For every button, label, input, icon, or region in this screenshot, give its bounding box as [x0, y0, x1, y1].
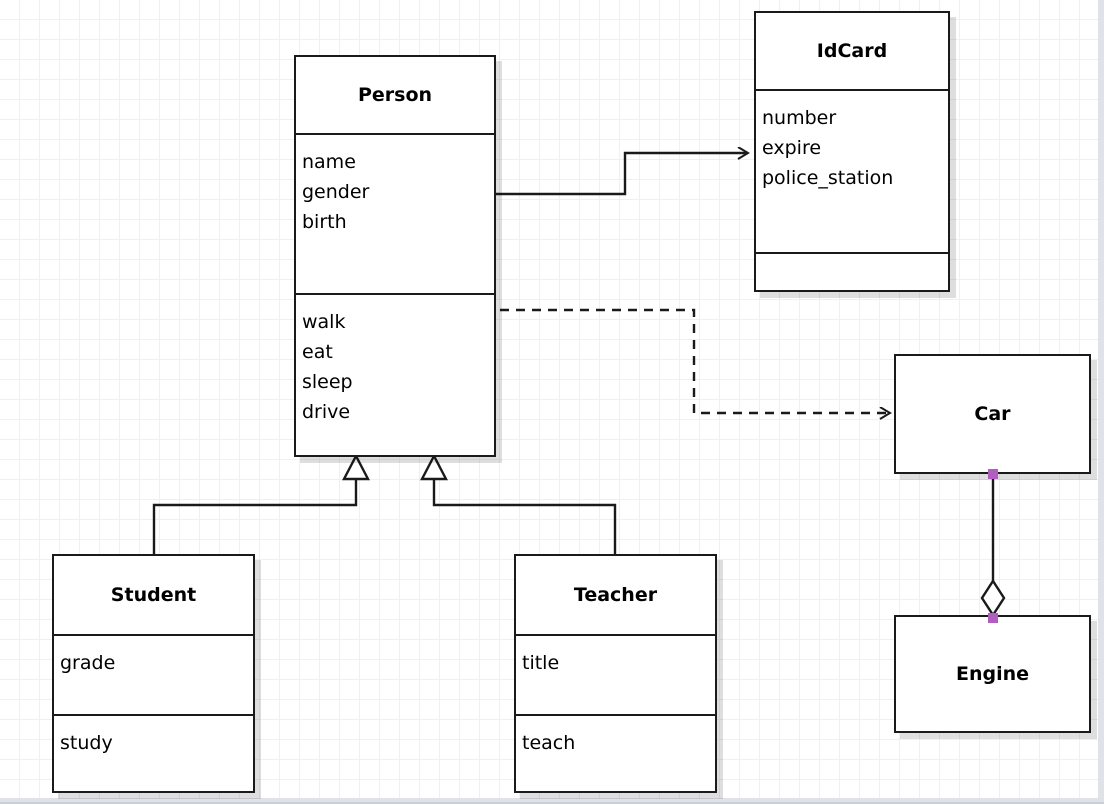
attribute-item: grade [60, 652, 116, 674]
canvas-bottom-edge [0, 802, 1104, 804]
hollow-diamond-icon [980, 578, 1006, 618]
class-name-person: Person [357, 84, 433, 106]
attribute-item: name [302, 151, 356, 173]
attribute-item: police_station [762, 167, 894, 190]
association-person-idcard[interactable] [494, 153, 748, 196]
canvas-right-gutter [1098, 0, 1104, 804]
method-item: sleep [302, 371, 353, 394]
connector-handle-engine-end[interactable] [988, 613, 998, 623]
class-name-engine: Engine [955, 663, 1030, 685]
attribute-item: expire [762, 137, 822, 160]
generalization-student-person[interactable] [152, 453, 370, 554]
canvas-bottom-gutter [0, 798, 1104, 804]
aggregation-car-engine[interactable] [980, 474, 1006, 618]
attribute-item: birth [302, 211, 347, 234]
method-item: eat [302, 341, 333, 364]
class-name-teacher: Teacher [573, 584, 658, 606]
attributes-teacher: title [516, 634, 715, 714]
dependency-person-car[interactable] [500, 308, 890, 413]
hollow-triangle-icon [420, 453, 448, 481]
class-box-person[interactable]: Person name gender birth walk eat sleep … [294, 55, 496, 457]
class-box-car[interactable]: Car [894, 354, 1091, 474]
connector-handle-car-end[interactable] [988, 469, 998, 479]
methods-person: walk eat sleep drive [296, 293, 494, 455]
generalization-teacher-person[interactable] [420, 453, 617, 554]
class-box-student[interactable]: Student grade study [52, 554, 255, 793]
class-name-idcard: IdCard [816, 40, 888, 62]
class-box-teacher[interactable]: Teacher title teach [514, 554, 717, 793]
attribute-item: title [522, 652, 560, 674]
class-name-student: Student [110, 584, 197, 606]
method-item: drive [302, 401, 351, 424]
class-box-idcard[interactable]: IdCard number expire police_station [754, 11, 950, 292]
attribute-item: gender [302, 181, 370, 204]
methods-student: study [54, 714, 253, 793]
method-item: teach [522, 732, 576, 754]
class-box-engine[interactable]: Engine [894, 615, 1091, 733]
methods-teacher: teach [516, 714, 715, 793]
attributes-idcard: number expire police_station [756, 89, 948, 252]
attribute-item: number [762, 107, 837, 129]
methods-idcard [756, 252, 948, 290]
attributes-student: grade [54, 634, 253, 714]
hollow-triangle-icon [342, 453, 370, 481]
method-item: walk [302, 311, 346, 333]
method-item: study [60, 732, 113, 754]
attributes-person: name gender birth [296, 133, 494, 293]
class-name-car: Car [974, 403, 1011, 425]
